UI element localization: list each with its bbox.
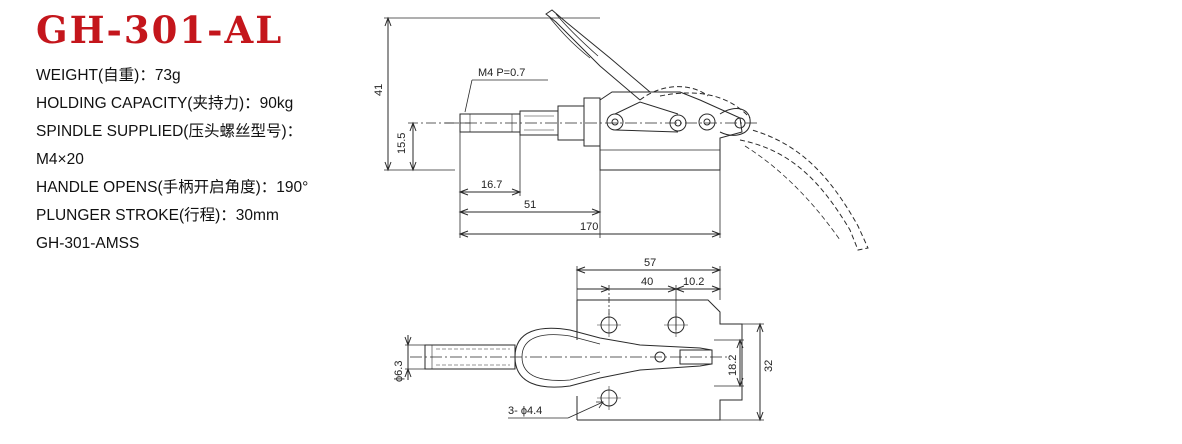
- arrow-down-icon: [384, 161, 392, 172]
- leader-arrow-icon: [596, 401, 604, 409]
- arrow-left-icon: [458, 208, 469, 216]
- link-arc: [639, 86, 709, 101]
- arrow-right-icon: [711, 230, 722, 238]
- arrow-right-icon: [600, 285, 611, 293]
- dim-height-total: 41: [373, 84, 385, 96]
- spec-spindle: SPINDLE SUPPLIED(压头螺丝型号)：: [36, 123, 303, 140]
- arrow-down-icon: [736, 377, 744, 388]
- arrow-down-icon: [756, 411, 764, 422]
- arrow-left-icon: [674, 285, 685, 293]
- dim-overall-len: 170: [580, 221, 598, 233]
- arrow-down-icon: [404, 336, 412, 347]
- spec-spindle-size: M4×20: [36, 151, 84, 168]
- spec-holding-capacity: HOLDING CAPACITY(夹持力)：90kg: [36, 95, 294, 112]
- pivot-circle: [654, 351, 666, 363]
- dim-plunger-len: 51: [524, 199, 536, 211]
- pivot-circle: [669, 114, 687, 132]
- arrow-up-icon: [756, 322, 764, 333]
- link-arm: [614, 129, 679, 133]
- leader-line: [567, 401, 604, 419]
- handle-raised: [545, 9, 651, 101]
- holes-callout: 3- ϕ4.4: [508, 405, 542, 417]
- thread-callout: M4 P=0.7: [478, 67, 525, 79]
- dim-height-axis: 15.5: [396, 133, 408, 154]
- spec-plunger-stroke: PLUNGER STROKE(行程)：30mm: [36, 207, 279, 224]
- spec-handle-opens: HANDLE OPENS(手柄开启角度)：190°: [36, 179, 309, 196]
- spec-weight: WEIGHT(自重)：73g: [36, 67, 181, 84]
- dim-hole-offset: 10.2: [683, 276, 704, 288]
- top-view: 57 40 10.2: [393, 257, 775, 422]
- handle-hole: [734, 117, 746, 129]
- arrow-right-icon: [591, 208, 602, 216]
- leader-line: [464, 79, 473, 113]
- dim-base-depth: 32: [763, 360, 775, 372]
- pivot-pin: [674, 119, 682, 127]
- arrow-up-icon: [409, 121, 417, 132]
- dim-plunger-dia: ϕ6.3: [393, 361, 405, 382]
- pivot-circle: [698, 113, 716, 131]
- arrow-left-icon: [575, 266, 586, 274]
- handle-top: [514, 327, 713, 388]
- arrow-up-icon: [736, 338, 744, 349]
- arrow-right-icon: [711, 266, 722, 274]
- handle-arc: [659, 92, 751, 119]
- spec-variant-model: GH-301-AMSS: [36, 235, 140, 252]
- dim-hole-pitch-x: 40: [641, 276, 653, 288]
- dim-plunger-tip: 16.7: [481, 179, 502, 191]
- arrow-left-icon: [458, 230, 469, 238]
- guide-flange: [583, 97, 601, 147]
- arrow-left-icon: [458, 188, 469, 196]
- link-arm: [614, 101, 679, 115]
- handle-grip: [549, 13, 599, 59]
- dim-hole-pitch-y: 18.2: [727, 355, 739, 376]
- product-title: GH-301-AL: [36, 8, 284, 52]
- arrow-right-icon: [511, 188, 522, 196]
- arrow-down-icon: [409, 161, 417, 172]
- arrow-up-icon: [384, 16, 392, 27]
- arrow-up-icon: [404, 367, 412, 378]
- pivot-pin: [611, 118, 619, 126]
- handle-open-position: [739, 129, 869, 251]
- handle-link: [719, 108, 751, 136]
- spec-list: WEIGHT(自重)：73g HOLDING CAPACITY(夹持力)：90k…: [36, 62, 308, 258]
- side-view: 41 15.5 M4 P=0.7: [373, 9, 869, 251]
- pivot-circle: [606, 113, 624, 131]
- handle-grip: [521, 334, 601, 381]
- handle-open-grip: [744, 145, 841, 241]
- dim-base-width: 57: [644, 257, 656, 269]
- arrow-right-icon: [711, 285, 722, 293]
- clamp-body: [599, 91, 743, 171]
- pivot-pin: [703, 118, 711, 126]
- plunger-tail: [679, 349, 713, 365]
